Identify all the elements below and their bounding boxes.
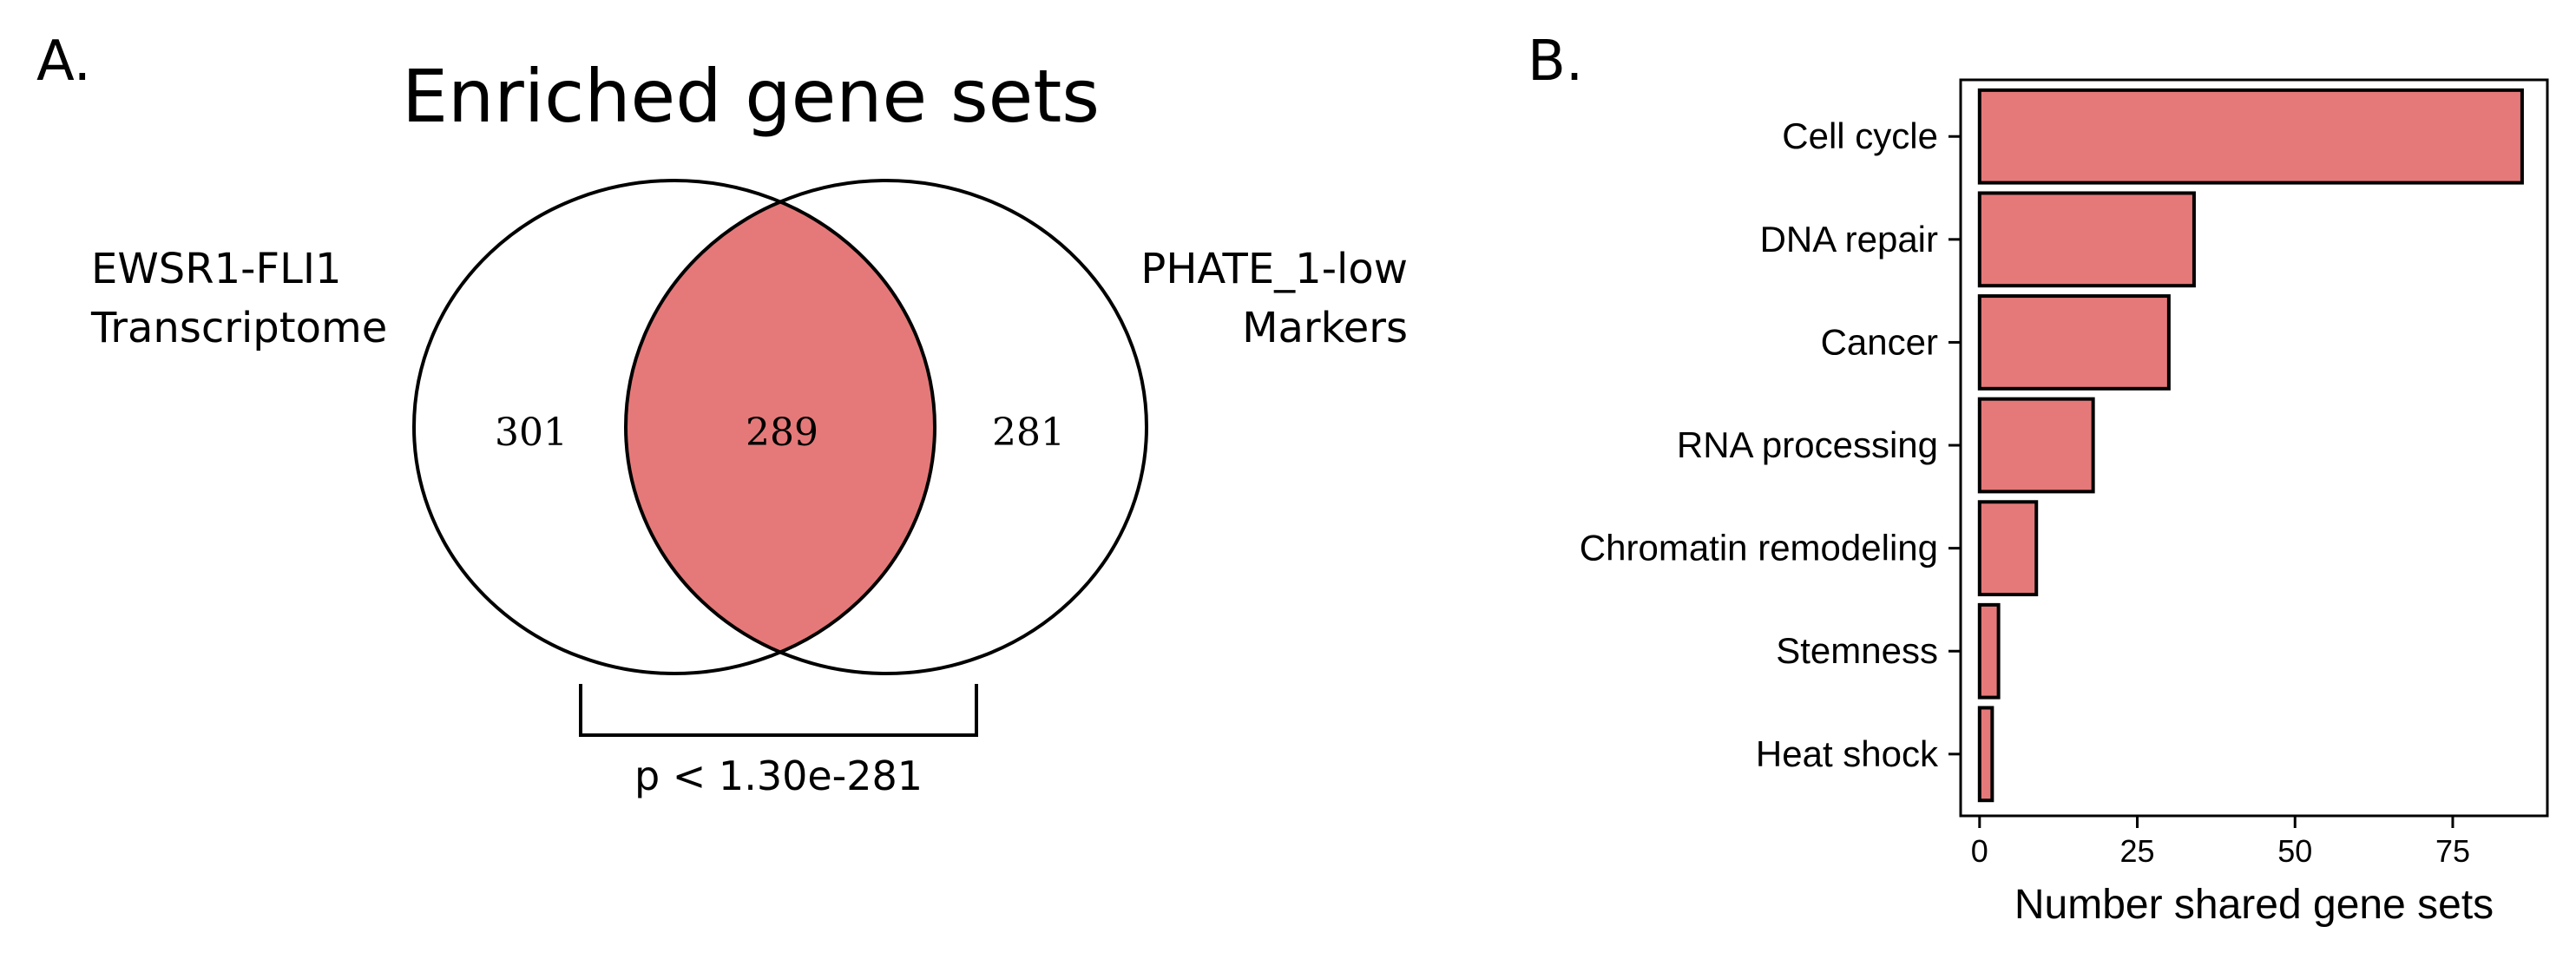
significance-bracket xyxy=(579,684,978,737)
category-label: DNA repair xyxy=(1760,219,1938,260)
set-left-label-line1: EWSR1-FLI1 xyxy=(91,245,342,293)
category-label: Cell cycle xyxy=(1782,115,1938,156)
set-right-label-line2: Markers xyxy=(1242,304,1408,352)
bar xyxy=(1977,88,2524,185)
category-label: Chromatin remodeling xyxy=(1580,528,1938,568)
set-left-label-line2: Transcriptome xyxy=(90,304,387,352)
category-label: Stemness xyxy=(1776,630,1938,671)
count-left-only: 301 xyxy=(495,411,568,455)
x-axis-title: Number shared gene sets xyxy=(2014,882,2494,928)
x-tick-label: 50 xyxy=(2277,833,2312,869)
bar xyxy=(1977,191,2196,288)
venn-overlap-region xyxy=(626,181,935,674)
venn-panel: A. Enriched gene sets EWSR1-FLI1 Transcr… xyxy=(36,30,1408,799)
venn-circle-left-outline xyxy=(412,179,936,675)
category-label: RNA processing xyxy=(1677,424,1938,465)
category-label: Heat shock xyxy=(1756,733,1939,774)
venn-circle-right-outline xyxy=(624,179,1148,675)
x-tick-label: 75 xyxy=(2435,833,2470,869)
bar xyxy=(1977,294,2171,391)
count-shared: 289 xyxy=(746,411,818,455)
bar xyxy=(1977,602,2001,700)
count-right-only: 281 xyxy=(992,411,1065,455)
panel-b-label: B. xyxy=(1528,30,1583,94)
category-label: Cancer xyxy=(1821,321,1938,362)
venn-title: Enriched gene sets xyxy=(402,54,1100,139)
bar xyxy=(1977,706,1994,803)
x-tick-label: 0 xyxy=(1971,833,1988,869)
bar xyxy=(1977,500,2039,597)
p-value-label: p < 1.30e-281 xyxy=(634,752,923,799)
set-right-label-line1: PHATE_1-low xyxy=(1140,245,1408,293)
plot-frame xyxy=(1959,78,2549,818)
x-tick-label: 25 xyxy=(2120,833,2155,869)
bar xyxy=(1977,397,2095,494)
panel-a-label: A. xyxy=(36,30,91,94)
